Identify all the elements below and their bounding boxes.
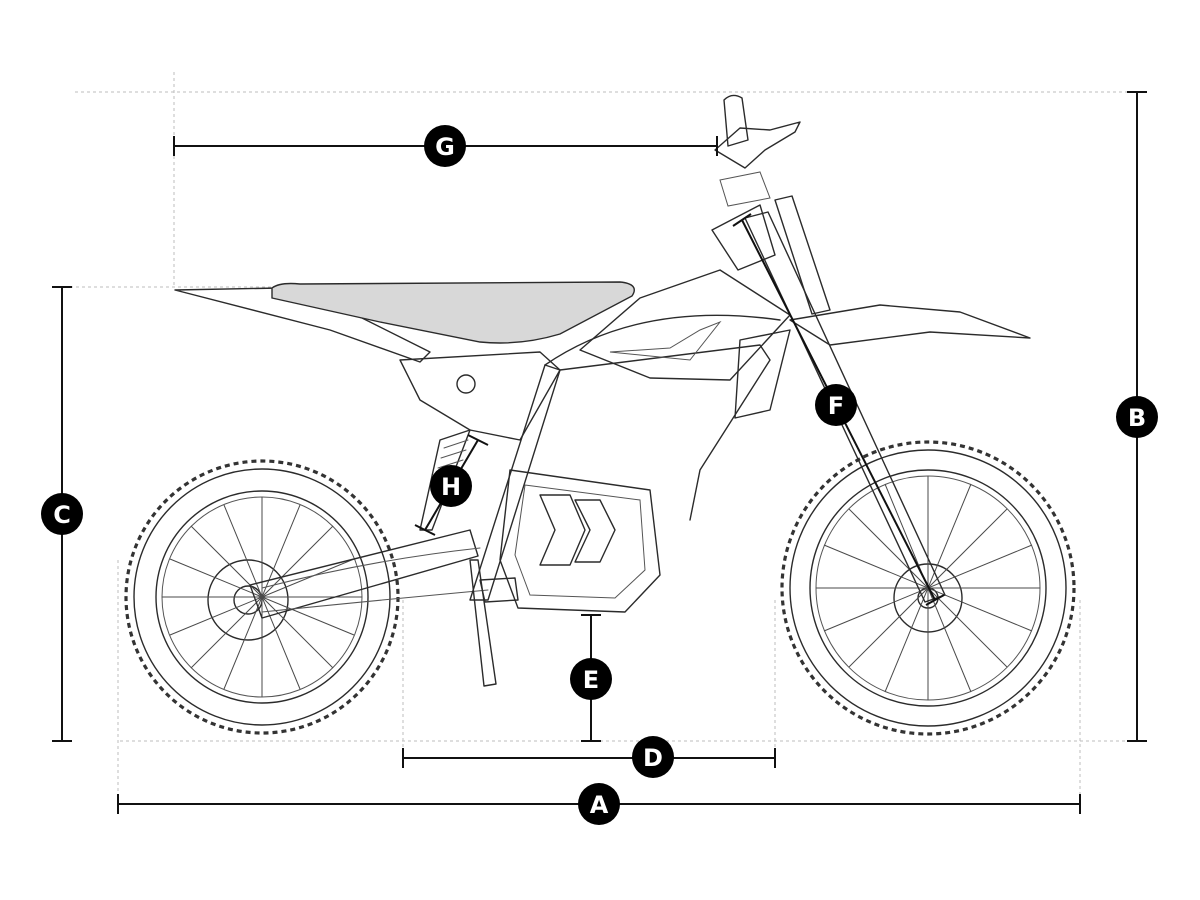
badge-h-label: H bbox=[441, 473, 461, 501]
badge-c: C bbox=[41, 493, 83, 535]
rear-wheel bbox=[124, 459, 400, 735]
badge-f: F bbox=[815, 384, 857, 426]
guide-lines bbox=[70, 72, 1130, 800]
badge-h: H bbox=[430, 465, 472, 507]
badge-e-label: E bbox=[583, 666, 599, 694]
badge-d: D bbox=[632, 736, 674, 778]
dimension-lines bbox=[52, 91, 1147, 814]
badge-b: B bbox=[1116, 396, 1158, 438]
badge-a: A bbox=[578, 783, 620, 825]
badge-g-label: G bbox=[435, 133, 455, 161]
badge-a-label: A bbox=[590, 791, 609, 819]
badge-e: E bbox=[570, 658, 612, 700]
badge-b-label: B bbox=[1128, 404, 1146, 432]
badge-c-label: C bbox=[53, 501, 71, 529]
motorcycle-illustration bbox=[124, 94, 1076, 736]
badge-g: G bbox=[424, 125, 466, 167]
badge-f-label: F bbox=[828, 392, 844, 420]
badge-d-label: D bbox=[643, 744, 663, 772]
